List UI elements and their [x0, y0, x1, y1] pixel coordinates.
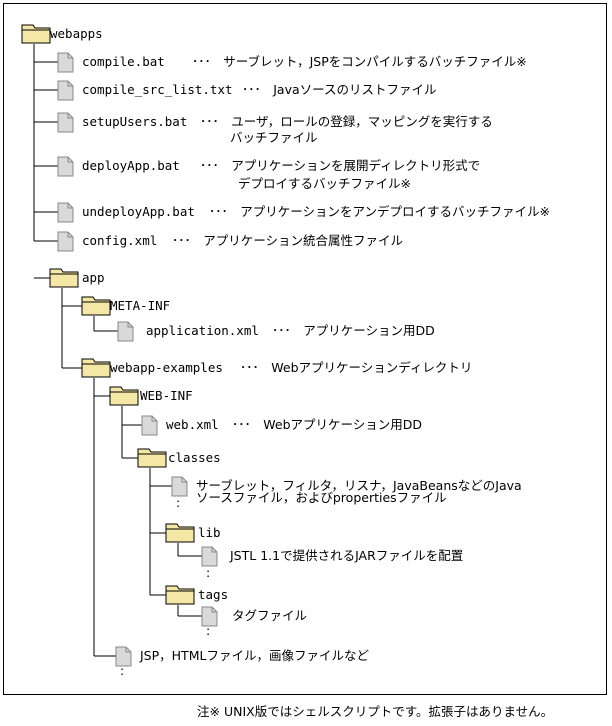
file-icon: [115, 646, 132, 667]
item-description: ･･･ アプリケーション用DD: [272, 323, 435, 338]
folder-icon: [165, 523, 195, 543]
folder-icon: [137, 448, 167, 468]
item-description: タグファイル: [232, 608, 308, 623]
folder-icon: [165, 585, 195, 605]
more-files-ellipsis: :: [120, 663, 125, 678]
item-description-line2: デプロイするバッチファイル※: [238, 176, 411, 191]
folder-name: META-INF: [110, 298, 171, 313]
file-name: config.xml: [82, 233, 158, 248]
file-name: application.xml: [146, 323, 259, 338]
file-icon: [171, 476, 188, 497]
file-icon: [57, 231, 74, 252]
file-icon: [57, 156, 74, 177]
folder-name: app: [82, 270, 105, 285]
folder-name: tags: [198, 587, 229, 602]
item-description: ･･･ ユーザ，ロールの登録，マッピングを実行する: [200, 114, 493, 129]
file-icon: [201, 546, 218, 567]
diagram-frame: webapps compile.bat ･･･ サーブレット，JSPをコンパイルする…: [3, 3, 607, 695]
item-description: ･･･ アプリケーション統合属性ファイル: [172, 233, 404, 248]
folder-name: classes: [168, 450, 221, 465]
file-name: setupUsers.bat: [82, 114, 188, 129]
item-description: サーブレット，フィルタ，リスナ，JavaBeansなどのJava: [196, 478, 522, 493]
file-icon: [117, 321, 134, 342]
file-name: compile.bat: [82, 54, 165, 69]
file-icon: [57, 80, 74, 101]
item-description: JSTL 1.1で提供されるJARファイルを配置: [230, 548, 464, 563]
directory-tree: [21, 24, 218, 667]
file-name: web.xml: [166, 417, 219, 432]
item-description: ･･･ サーブレット，JSPをコンパイルするバッチファイル※: [192, 54, 527, 69]
more-files-ellipsis: :: [176, 495, 181, 510]
file-name: undeployApp.bat: [82, 204, 195, 219]
item-description: ･･･ Webアプリケーション用DD: [232, 417, 423, 432]
folder-name: webapp-examples: [110, 360, 223, 375]
item-description: ･･･ アプリケーションをアンデプロイするバッチファイル※: [209, 204, 550, 219]
folder-icon: [81, 296, 111, 316]
item-description-line2: ソースファイル，およびpropertiesファイル: [196, 490, 447, 505]
item-description: ･･･ Javaソースのリストファイル: [242, 82, 437, 97]
folder-icon: [81, 358, 111, 378]
file-icon: [57, 52, 74, 73]
folder-name: WEB-INF: [140, 388, 193, 403]
folder-icon: [109, 386, 139, 406]
file-name: deployApp.bat: [82, 158, 180, 173]
file-icon: [201, 606, 218, 627]
file-icon: [57, 202, 74, 223]
folder-icon: [49, 268, 79, 288]
item-description: ･･･ Webアプリケーションディレクトリ: [240, 360, 473, 375]
item-description: ･･･ アプリケーションを展開ディレクトリ形式で: [200, 158, 481, 173]
more-files-ellipsis: :: [206, 623, 211, 638]
file-name: compile_src_list.txt: [82, 82, 233, 97]
item-description: JSP，HTMLファイル，画像ファイルなど: [140, 648, 369, 663]
file-icon: [141, 415, 158, 436]
file-icon: [57, 112, 74, 133]
folder-name: webapps: [50, 26, 103, 41]
more-files-ellipsis: :: [206, 565, 211, 580]
folder-icon: [21, 24, 51, 44]
item-description-line2: バッチファイル: [230, 130, 318, 145]
folder-name: lib: [198, 525, 221, 540]
footnote: 注※ UNIX版ではシェルスクリプトです。拡張子はありません。: [197, 704, 554, 719]
